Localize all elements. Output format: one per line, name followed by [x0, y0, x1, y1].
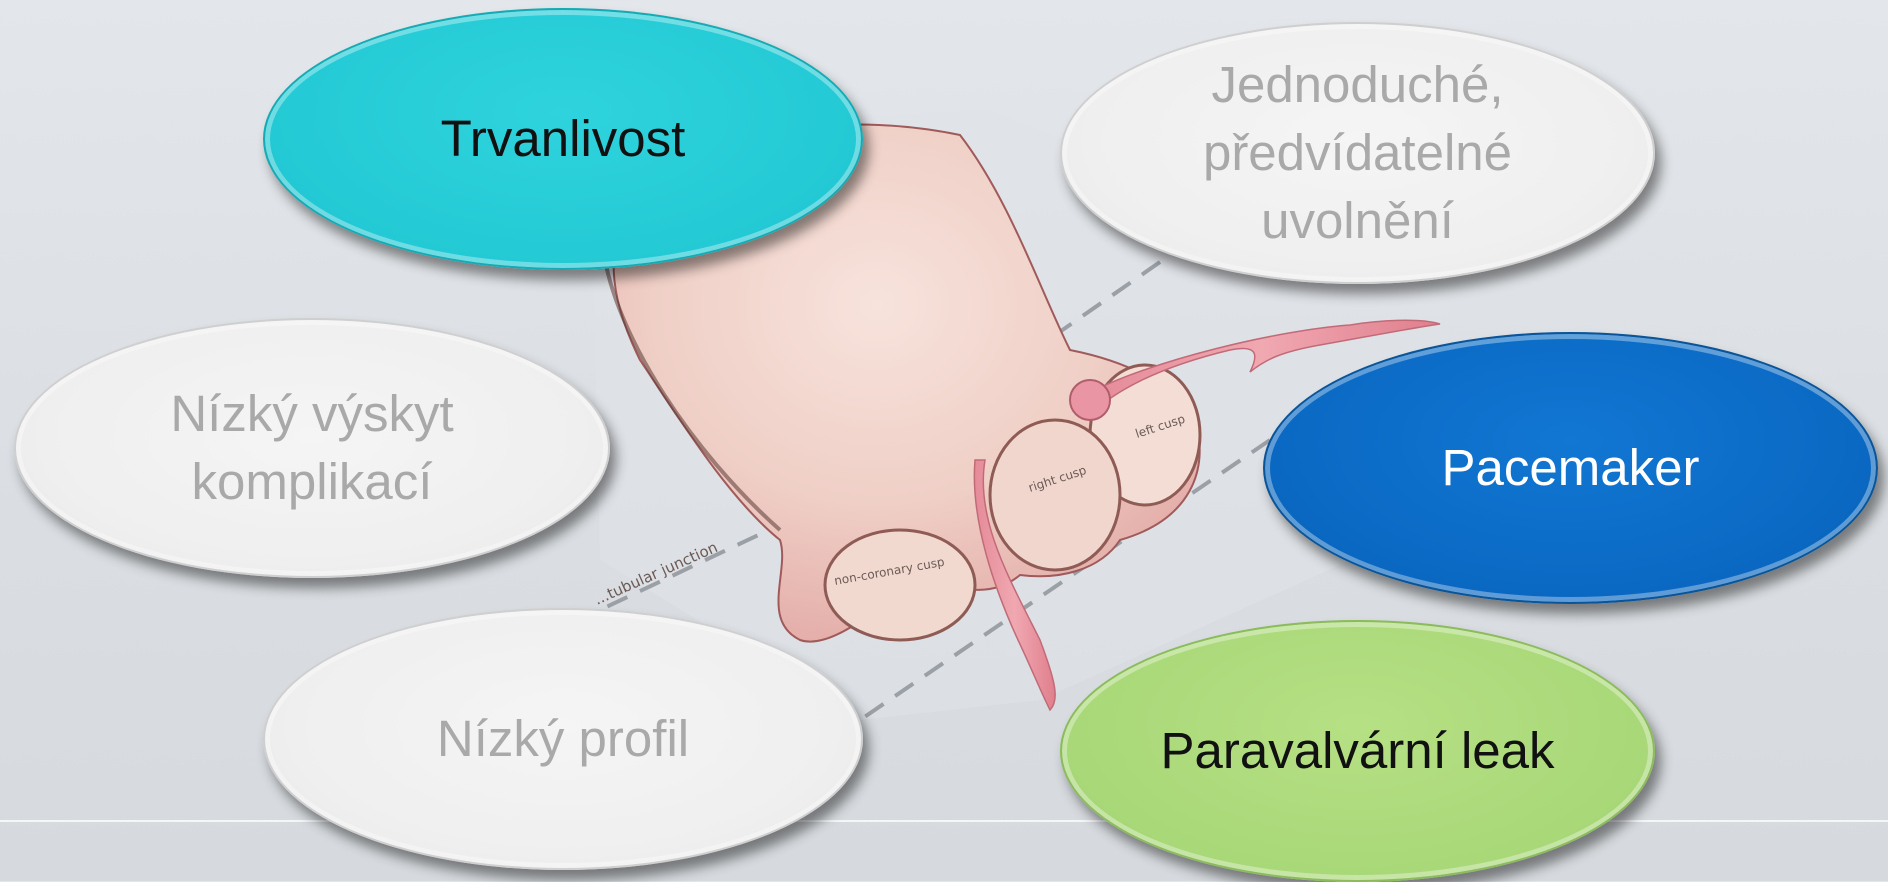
bubble-pacemaker-label: Pacemaker: [1402, 434, 1740, 502]
bubble-nizky-vyskyt-label: Nízký výskyt komplikací: [16, 380, 608, 516]
bubble-pacemaker: Pacemaker: [1263, 332, 1878, 604]
right-cusp: [990, 420, 1120, 570]
bubble-nizky-vyskyt-komplikaci: Nízký výskyt komplikací: [14, 318, 610, 578]
bubble-trvanlivost-label: Trvanlivost: [401, 105, 726, 173]
bubble-jednoduche-uvolneni: Jednoduché, předvídatelné uvolnění: [1060, 22, 1655, 284]
bubble-trvanlivost: Trvanlivost: [263, 8, 863, 270]
bubble-paravalvarni-label: Paravalvární leak: [1120, 717, 1594, 785]
left-coronary-ostium: [1070, 380, 1110, 420]
bubble-nizky-profil: Nízký profil: [263, 608, 863, 870]
bubble-nizky-profil-label: Nízký profil: [397, 705, 729, 773]
bubble-paravalvarni-leak: Paravalvární leak: [1060, 620, 1655, 882]
bubble-jednoduche-label: Jednoduché, předvídatelné uvolnění: [1062, 51, 1653, 255]
